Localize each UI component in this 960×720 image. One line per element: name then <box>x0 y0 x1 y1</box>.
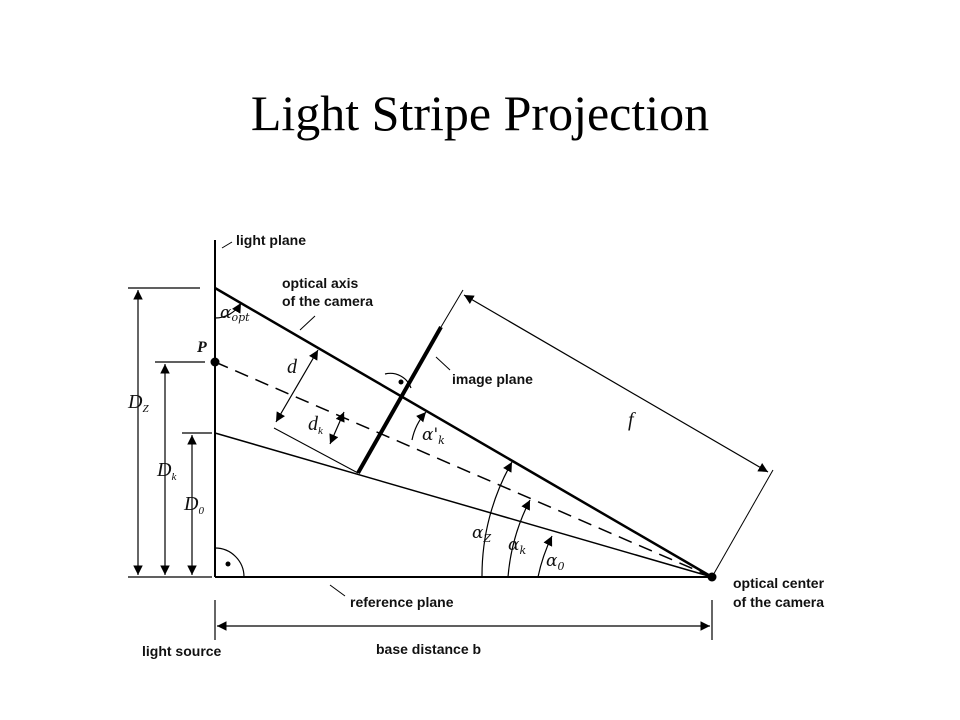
dk-image-dimension <box>329 411 345 445</box>
d-ext <box>273 427 359 474</box>
light-plane-label: light plane <box>236 232 306 248</box>
alpha-z-label: αZ <box>472 523 491 545</box>
image-plane-line <box>356 326 443 474</box>
arc-alpha-0 <box>537 535 553 578</box>
f-ext-1 <box>440 289 464 328</box>
light-source-label: light source <box>142 643 222 659</box>
slide-title: Light Stripe Projection <box>250 85 710 141</box>
d-dimension <box>275 349 319 423</box>
arc-alpha-k <box>507 499 531 578</box>
right-angle-image-dot <box>398 379 404 385</box>
ray-to-p <box>214 361 713 578</box>
image-plane-label: image plane <box>452 371 533 387</box>
base-distance-label: base distance b <box>376 641 481 657</box>
leader-image-plane <box>435 356 451 371</box>
optical-axis-label-2: of the camera <box>282 293 373 309</box>
ray-to-dk <box>214 432 713 578</box>
right-angle-origin <box>214 547 245 578</box>
dk-image-label: dk <box>308 413 324 437</box>
right-angle-image <box>384 372 412 389</box>
f-label: f <box>628 409 636 431</box>
optical-axis-line <box>214 286 713 579</box>
f-dimension <box>463 294 769 473</box>
point-p-label: P <box>196 339 207 356</box>
dk-label: Dk <box>156 459 177 483</box>
leader-reference-plane <box>329 584 346 597</box>
leader-light-plane <box>221 241 233 249</box>
point-p-dot <box>210 357 220 367</box>
d-label: d <box>287 356 298 378</box>
d0-label: D0 <box>183 493 204 517</box>
optical-axis-label-1: optical axis <box>282 275 358 291</box>
optical-center-label-1: optical center <box>733 575 825 591</box>
arc-alpha-opt <box>214 302 242 319</box>
optical-center-label-2: of the camera <box>733 594 824 610</box>
arc-alpha-k-prime <box>411 411 427 441</box>
reference-plane-label: reference plane <box>350 594 454 610</box>
arc-alpha-z <box>481 461 513 578</box>
f-ext-2 <box>711 469 774 578</box>
alpha-k-prime-label: α'k <box>422 425 445 447</box>
alpha-opt-label: αopt <box>220 303 250 324</box>
alpha-0-label: α0 <box>546 551 564 573</box>
alpha-k-label: αk <box>508 535 526 557</box>
right-angle-origin-dot <box>225 561 231 567</box>
dz-label: DZ <box>127 391 149 415</box>
leader-optical-axis <box>299 315 316 331</box>
